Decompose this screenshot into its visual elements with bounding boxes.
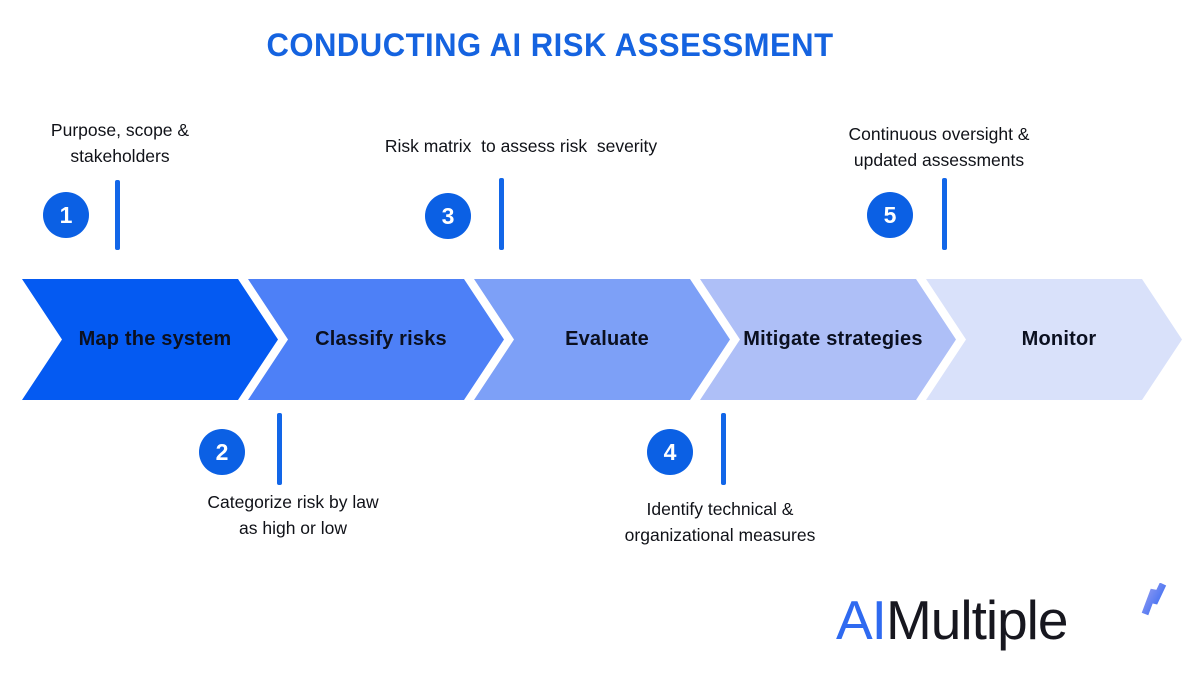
- process-arrow: Monitor: [926, 279, 1182, 400]
- step-badge: 5: [867, 192, 913, 238]
- brand-logo: AIMultiple: [836, 590, 1068, 650]
- step-badge: 3: [425, 193, 471, 239]
- arrow-label: Monitor: [1021, 328, 1097, 350]
- step-number: 5: [883, 201, 897, 228]
- step-annotation: Risk matrix to assess risk severity: [384, 136, 658, 156]
- step-number: 4: [663, 438, 677, 465]
- step-annotation: Categorize risk by law as high or low: [207, 492, 379, 538]
- step-badge: 4: [647, 429, 693, 475]
- process-arrow: Classify risks: [248, 279, 504, 400]
- step-number: 3: [441, 202, 455, 229]
- step-annotation: Purpose, scope & stakeholders: [50, 120, 190, 166]
- connector-line: [277, 413, 282, 485]
- connector-line: [115, 180, 120, 250]
- arrow-label: Map the system: [78, 328, 232, 350]
- arrow-label: Mitigate strategies: [743, 328, 923, 350]
- step-badge: 2: [199, 429, 245, 475]
- arrow-label: Evaluate: [565, 328, 649, 350]
- step-annotation: Identify technical & organizational meas…: [624, 499, 816, 545]
- process-arrow: Evaluate: [474, 279, 730, 400]
- bolt-n-icon: [1141, 583, 1167, 616]
- step-number: 2: [215, 438, 229, 465]
- process-arrow: Map the system: [22, 279, 278, 400]
- process-arrow: Mitigate strategies: [700, 279, 956, 400]
- brand-logo-ai: AI: [836, 589, 887, 651]
- connector-line: [499, 178, 504, 250]
- step-annotation: Continuous oversight & updated assessmen…: [848, 124, 1030, 170]
- connector-line: [942, 178, 947, 250]
- step-badge: 1: [43, 192, 89, 238]
- connector-line: [721, 413, 726, 485]
- page-title: CONDUCTING AI RISK ASSESSMENT: [266, 27, 834, 63]
- arrow-label: Classify risks: [315, 328, 447, 350]
- brand-logo-rest: Multiple: [885, 589, 1069, 651]
- step-number: 1: [59, 201, 73, 228]
